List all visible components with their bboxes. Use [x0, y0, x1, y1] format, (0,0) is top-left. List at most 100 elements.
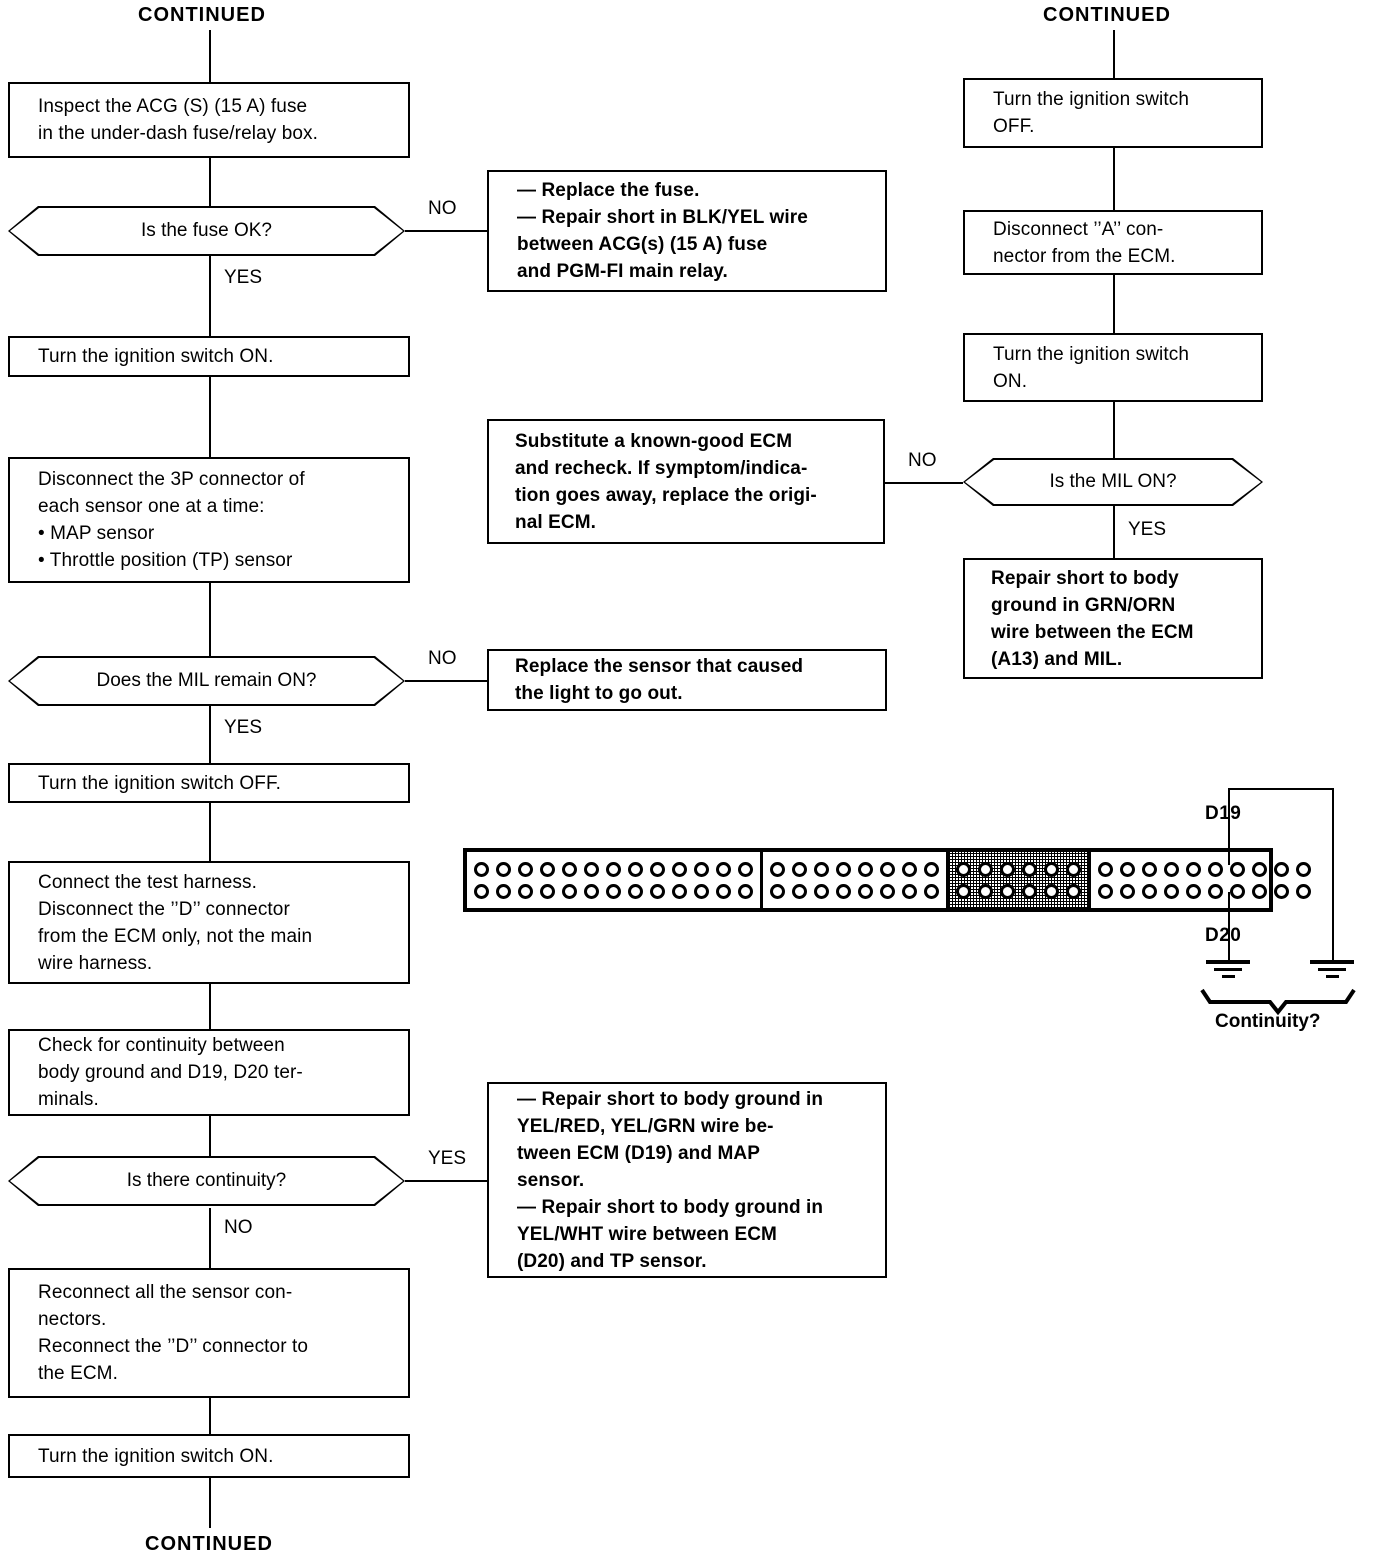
connector-pin	[1296, 883, 1311, 899]
decision-is-there-continuity[interactable]: Is there continuity?	[8, 1156, 405, 1206]
connector-pin	[562, 861, 577, 877]
step-inspect-fuse[interactable]: Inspect the ACG (S) (15 A) fuse in the u…	[8, 82, 410, 158]
branch-label-continuity-no: NO	[224, 1217, 253, 1238]
ground-bar-2	[1214, 968, 1242, 971]
probe-wire-right-vertical	[1332, 788, 1334, 962]
decision-mil-remain-on-label: Does the MIL remain ON?	[96, 670, 317, 691]
flow-line-right-2	[1113, 275, 1115, 333]
connector-pin	[1120, 883, 1135, 899]
connector-pin	[956, 861, 971, 877]
connector-pin-d19	[1274, 861, 1289, 877]
action-replace-fuse[interactable]: — Replace the fuse. — Repair short in BL…	[487, 170, 887, 292]
connector-pin-label-d19: D19	[1205, 803, 1242, 824]
action-repair-short-map-tp[interactable]: — Repair short to body ground in YEL/RED…	[487, 1082, 887, 1278]
connector-pin	[1098, 883, 1113, 899]
probe-wire-top-horizontal	[1228, 788, 1334, 790]
connector-pin	[1164, 883, 1179, 899]
connector-pin	[1022, 883, 1037, 899]
branch-line-continuity-yes	[405, 1180, 487, 1182]
hexagon-inner	[965, 460, 1261, 504]
branch-label-mil-on-yes: YES	[1128, 519, 1167, 540]
step-disconnect-3p-connector[interactable]: Disconnect the 3P connector of each sens…	[8, 457, 410, 583]
connector-pin	[716, 861, 731, 877]
connector-pin	[1230, 883, 1245, 899]
decision-is-fuse-ok-label: Is the fuse OK?	[141, 220, 272, 241]
connector-segment-2	[763, 852, 949, 908]
connector-pin	[1066, 883, 1081, 899]
continued-label-bottom-left: CONTINUED	[145, 1533, 273, 1555]
step-ignition-on-2[interactable]: Turn the ignition switch ON.	[8, 1434, 410, 1478]
decision-is-mil-on[interactable]: Is the MIL ON?	[963, 458, 1263, 506]
connector-pin	[1208, 861, 1223, 877]
action-replace-sensor-label: Replace the sensor that caused the light…	[515, 656, 804, 704]
action-substitute-ecm-label: Substitute a known-good ECM and recheck.…	[515, 430, 817, 533]
connector-pin	[1164, 861, 1179, 877]
connector-pin	[1044, 861, 1059, 877]
connector-pin	[672, 861, 687, 877]
connector-pin	[628, 861, 643, 877]
probe-wire-d19-vertical	[1228, 790, 1230, 865]
continued-label-top-left: CONTINUED	[138, 4, 266, 26]
hexagon-inner	[10, 658, 403, 704]
action-replace-sensor[interactable]: Replace the sensor that caused the light…	[487, 649, 887, 711]
step-disconnect-a-connector[interactable]: Disconnect ’’A’’ con- nector from the EC…	[963, 210, 1263, 275]
connector-pin	[694, 883, 709, 899]
flow-line-left-10	[209, 1398, 211, 1434]
connector-pin	[770, 861, 785, 877]
flow-line-right-1	[1113, 148, 1115, 210]
connector-pin	[924, 883, 939, 899]
decision-mil-remain-on[interactable]: Does the MIL remain ON?	[8, 656, 405, 706]
connector-pin	[518, 883, 533, 899]
connector-pin	[1000, 883, 1015, 899]
ground-symbol-body	[1310, 960, 1354, 978]
decision-is-fuse-ok[interactable]: Is the fuse OK?	[8, 206, 405, 256]
connector-segment-3-shaded	[949, 852, 1091, 908]
branch-label-fuse-no: NO	[428, 198, 457, 219]
action-substitute-ecm[interactable]: Substitute a known-good ECM and recheck.…	[487, 419, 885, 544]
connector-pin	[956, 883, 971, 899]
hexagon-inner	[10, 208, 403, 254]
continued-label-top-right: CONTINUED	[1043, 4, 1171, 26]
connector-pin	[650, 883, 665, 899]
connector-pin	[836, 883, 851, 899]
connector-pin	[1186, 861, 1201, 877]
step-reconnect-connectors-label: Reconnect all the sensor con- nectors. R…	[38, 1282, 309, 1384]
flow-line-left-5	[209, 706, 211, 763]
flow-line-left-9	[209, 1208, 211, 1268]
pin-row-top	[770, 861, 939, 877]
pin-row-bottom	[474, 883, 753, 899]
decision-is-there-continuity-label: Is there continuity?	[126, 1170, 287, 1191]
flow-line-left-4	[209, 583, 211, 658]
connector-pin	[1252, 883, 1267, 899]
connector-pin	[738, 861, 753, 877]
connector-pin	[924, 861, 939, 877]
branch-label-continuity-yes: YES	[428, 1148, 467, 1169]
step-reconnect-connectors[interactable]: Reconnect all the sensor con- nectors. R…	[8, 1268, 410, 1398]
step-right-ignition-off[interactable]: Turn the ignition switch OFF.	[963, 78, 1263, 148]
ground-bar-3	[1325, 975, 1339, 978]
step-ignition-on-1-label: Turn the ignition switch ON.	[38, 346, 274, 367]
connector-pin	[1098, 861, 1113, 877]
connector-pin	[496, 861, 511, 877]
connector-pin	[540, 861, 555, 877]
step-ignition-on-1[interactable]: Turn the ignition switch ON.	[8, 336, 410, 377]
step-connect-test-harness[interactable]: Connect the test harness. Disconnect the…	[8, 861, 410, 984]
branch-label-mil-remain-no: NO	[428, 648, 457, 669]
connector-pin-label-d20: D20	[1205, 925, 1242, 946]
action-repair-grn-orn-label: Repair short to body ground in GRN/ORN w…	[991, 567, 1194, 670]
decision-is-mil-on-label: Is the MIL ON?	[1049, 471, 1177, 492]
step-right-ignition-on[interactable]: Turn the ignition switch ON.	[963, 333, 1263, 402]
pin-row-top	[474, 861, 753, 877]
flow-line-left-6	[209, 803, 211, 861]
action-repair-grn-orn[interactable]: Repair short to body ground in GRN/ORN w…	[963, 558, 1263, 679]
connector-segment-1	[467, 852, 763, 908]
connector-pin	[628, 883, 643, 899]
connector-pin	[1208, 883, 1223, 899]
branch-line-mil-on-no	[885, 482, 963, 484]
step-ignition-off[interactable]: Turn the ignition switch OFF.	[8, 763, 410, 803]
connector-pin	[518, 861, 533, 877]
connector-pin	[650, 861, 665, 877]
flow-line-left-1	[209, 158, 211, 208]
step-inspect-fuse-label: Inspect the ACG (S) (15 A) fuse in the u…	[38, 96, 319, 144]
step-check-continuity[interactable]: Check for continuity between body ground…	[8, 1029, 410, 1116]
